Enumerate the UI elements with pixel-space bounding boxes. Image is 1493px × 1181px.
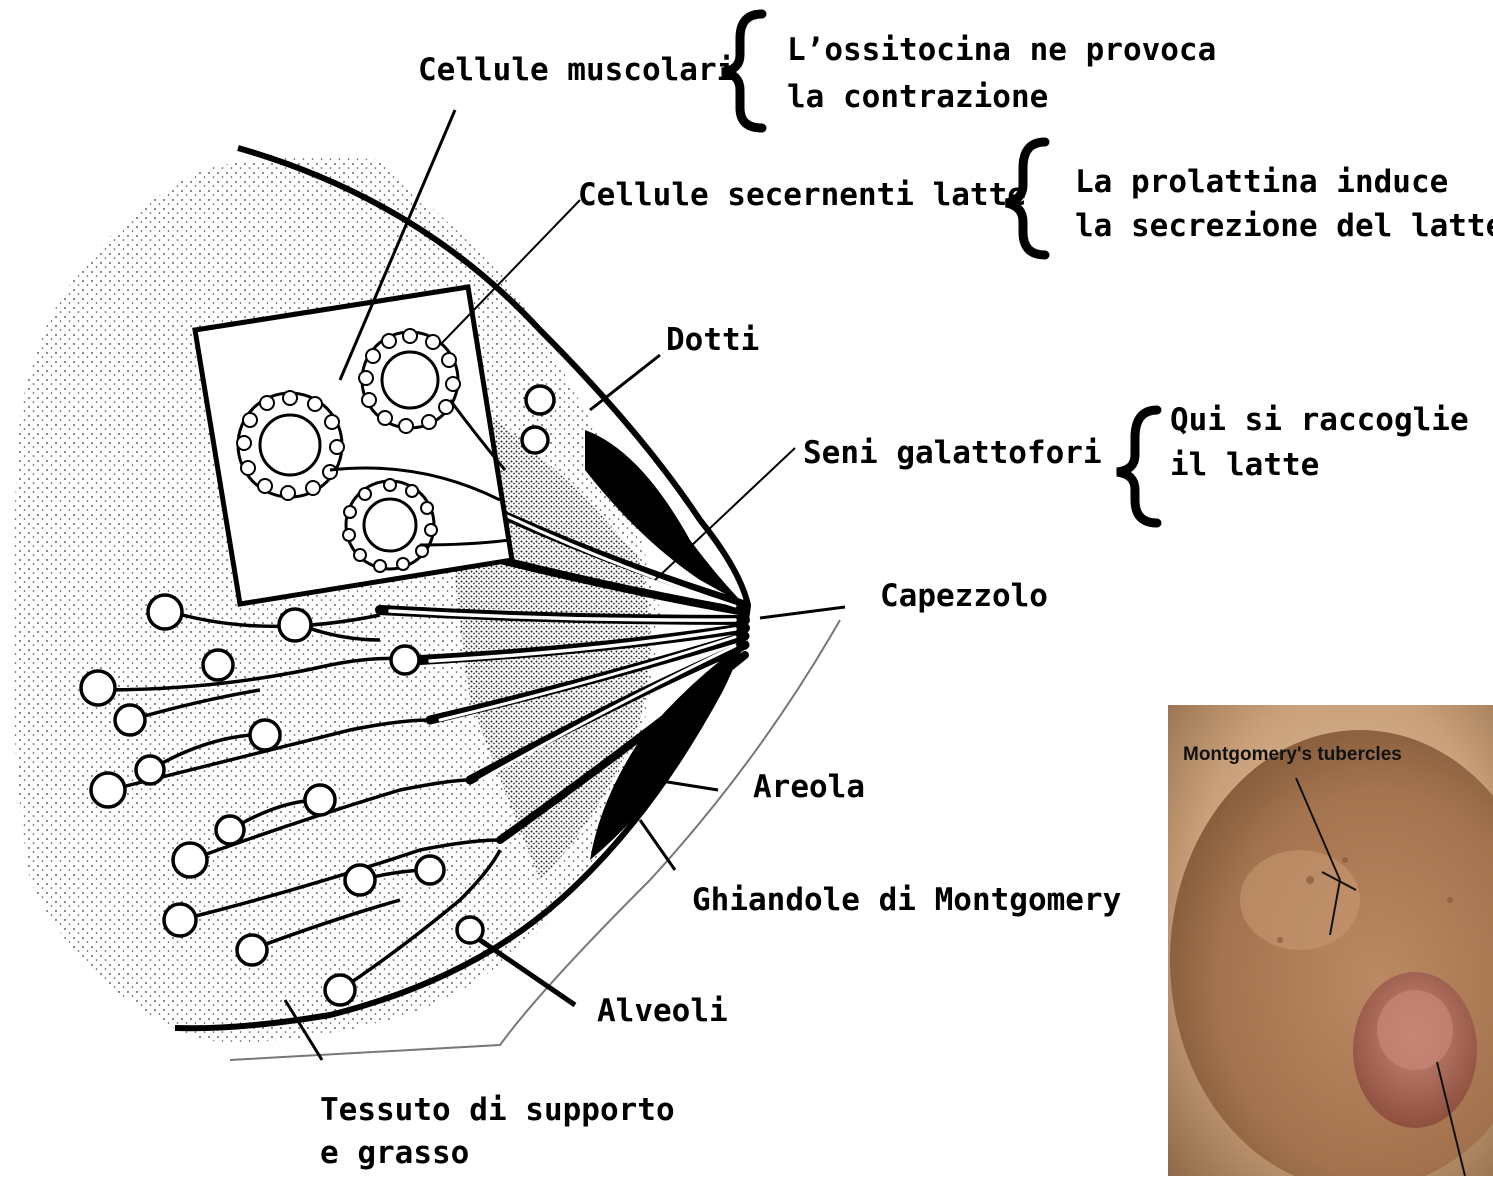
label-ghiandole-montgomery: Ghiandole di Montgomery: [692, 882, 1121, 918]
photo-label-montgomery-tubercles: Montgomery's tubercles: [1183, 744, 1402, 765]
label-ossitocina-line2: la contrazione: [787, 79, 1048, 115]
breast-tissue: [12, 157, 660, 1042]
label-seni-galattofori: Seni galattofori: [803, 435, 1102, 471]
label-prolattina-line1: La prolattina induce: [1075, 164, 1448, 200]
label-tessuto-line2: e grasso: [320, 1135, 469, 1171]
label-tessuto-line1: Tessuto di supporto: [320, 1092, 675, 1128]
label-prolattina-line2: la secrezione del latte: [1075, 208, 1493, 244]
label-dotti: Dotti: [666, 322, 759, 358]
label-raccoglie-line2: il latte: [1170, 447, 1319, 483]
montgomery-photo: Montgomery's tubercles: [1168, 705, 1493, 1176]
label-areola: Areola: [753, 769, 865, 805]
label-raccoglie-line1: Qui si raccoglie: [1170, 402, 1469, 438]
label-ossitocina-line1: L’ossitocina ne provoca: [787, 32, 1216, 68]
label-cellule-muscolari: Cellule muscolari: [418, 52, 735, 88]
label-cellule-secernenti: Cellule secernenti latte: [578, 177, 1026, 213]
label-alveoli: Alveoli: [597, 993, 728, 1029]
label-capezzolo: Capezzolo: [880, 578, 1048, 614]
magnified-lobule-box: [195, 287, 512, 604]
